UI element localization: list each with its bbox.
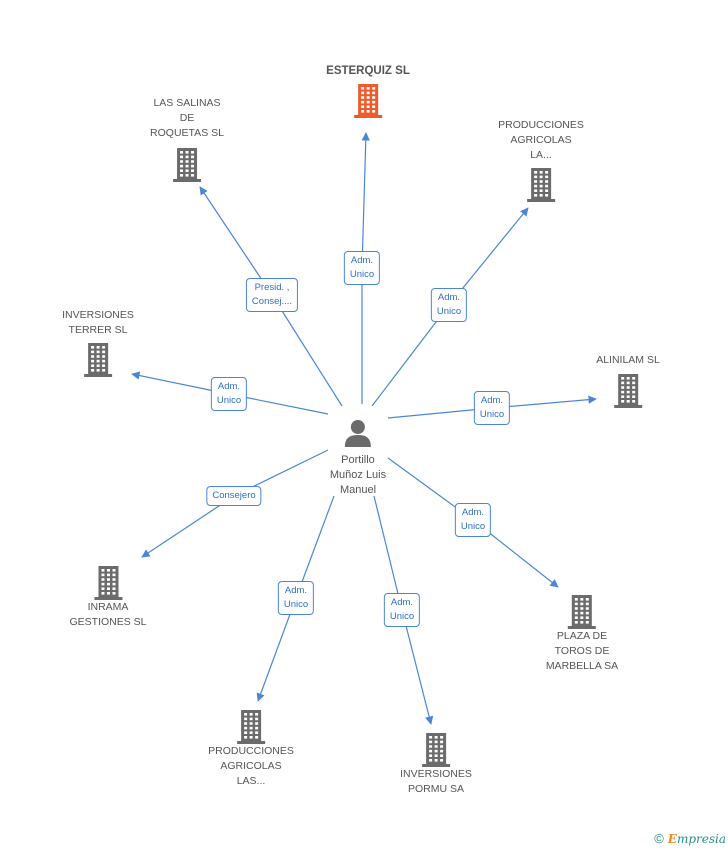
company-label: INRAMA GESTIONES SL (69, 601, 147, 628)
company-node-plaza[interactable]: PLAZA DE TOROS DE MARBELLA SA (546, 595, 618, 674)
company-label: LAS SALINAS DE ROQUETAS SL (150, 97, 224, 139)
building-icon (526, 168, 555, 202)
building-icon (236, 710, 265, 744)
edge-label-esterquiz[interactable]: Adm. Unico (343, 251, 381, 285)
company-label: PRODUCCIONES AGRICOLAS LA... (498, 119, 584, 161)
building-icon (173, 148, 201, 182)
company-label: INVERSIONES TERRER SL (62, 309, 134, 336)
edge-label-salinas[interactable]: Presid. , Consej.... (245, 278, 299, 312)
company-label: PRODUCCIONES AGRICOLAS LAS... (208, 745, 294, 787)
edge-label-inrama[interactable]: Consejero (206, 486, 262, 506)
copyright-icon: © (654, 831, 664, 846)
company-node-salinas[interactable]: LAS SALINAS DE ROQUETAS SL (150, 96, 224, 182)
building-icon (84, 343, 112, 377)
company-label: ALINILAM SL (596, 354, 660, 366)
center-person-node[interactable]: Portillo Muñoz Luis Manuel (330, 418, 386, 498)
edge-label-prodlas[interactable]: Adm. Unico (277, 581, 315, 615)
edge-label-pormu[interactable]: Adm. Unico (383, 593, 421, 627)
company-node-terrer[interactable]: INVERSIONES TERRER SL (62, 308, 134, 377)
center-person-label: Portillo Muñoz Luis Manuel (329, 454, 387, 496)
building-icon (422, 733, 450, 767)
edge-label-terrer[interactable]: Adm. Unico (210, 377, 248, 411)
edge-label-alinilam[interactable]: Adm. Unico (473, 391, 511, 425)
company-node-esterquiz[interactable]: ESTERQUIZ SL (326, 64, 410, 118)
building-icon (568, 595, 596, 629)
edge-label-prodla[interactable]: Adm. Unico (430, 288, 468, 322)
company-node-prodlas[interactable]: PRODUCCIONES AGRICOLAS LAS... (208, 710, 294, 789)
company-label: ESTERQUIZ SL (326, 65, 410, 77)
company-node-prodla[interactable]: PRODUCCIONES AGRICOLAS LA... (498, 118, 584, 202)
company-node-alinilam[interactable]: ALINILAM SL (596, 353, 660, 408)
footer-brand: ©Empresia (654, 831, 726, 846)
building-icon (94, 566, 122, 600)
company-label: PLAZA DE TOROS DE MARBELLA SA (545, 630, 619, 672)
company-label: INVERSIONES PORMU SA (400, 768, 472, 795)
company-node-pormu[interactable]: INVERSIONES PORMU SA (400, 733, 472, 797)
edge-label-plaza[interactable]: Adm. Unico (454, 503, 492, 537)
brand-name: mpresia (676, 832, 726, 846)
building-icon (353, 84, 382, 118)
brand-initial: E (667, 832, 677, 846)
person-icon (344, 420, 371, 447)
building-icon (614, 374, 642, 408)
spacer (150, 141, 224, 148)
company-node-inrama[interactable]: INRAMA GESTIONES SL (69, 566, 147, 630)
